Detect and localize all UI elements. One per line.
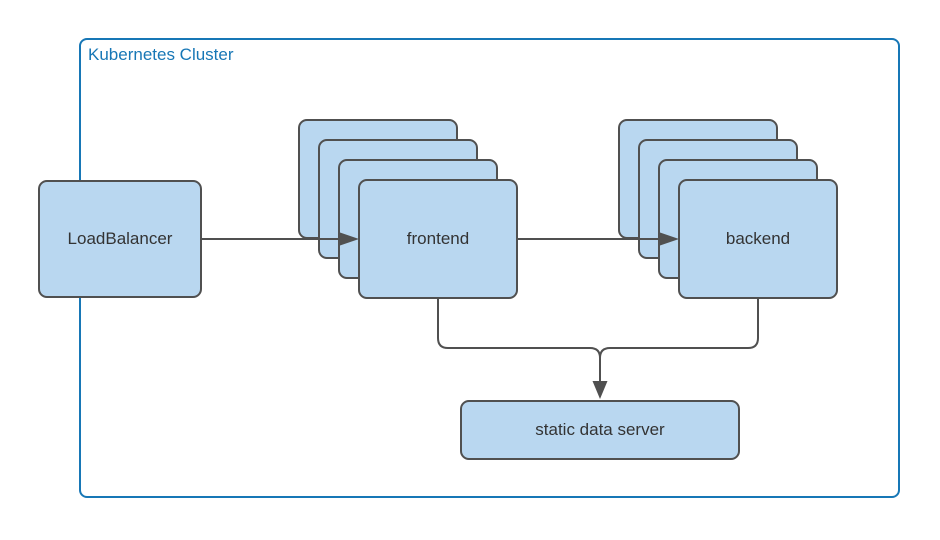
- cluster-label: Kubernetes Cluster: [88, 45, 234, 64]
- node-static-data-server: static data server: [460, 400, 740, 460]
- node-backend-label: backend: [725, 229, 791, 248]
- node-load-balancer: LoadBalancer: [38, 180, 202, 298]
- node-static-data-server-label: static data server: [535, 420, 665, 439]
- node-backend: backend: [678, 179, 838, 299]
- node-load-balancer-label: LoadBalancer: [67, 229, 173, 248]
- node-frontend-label: frontend: [406, 229, 470, 248]
- node-frontend: frontend: [358, 179, 518, 299]
